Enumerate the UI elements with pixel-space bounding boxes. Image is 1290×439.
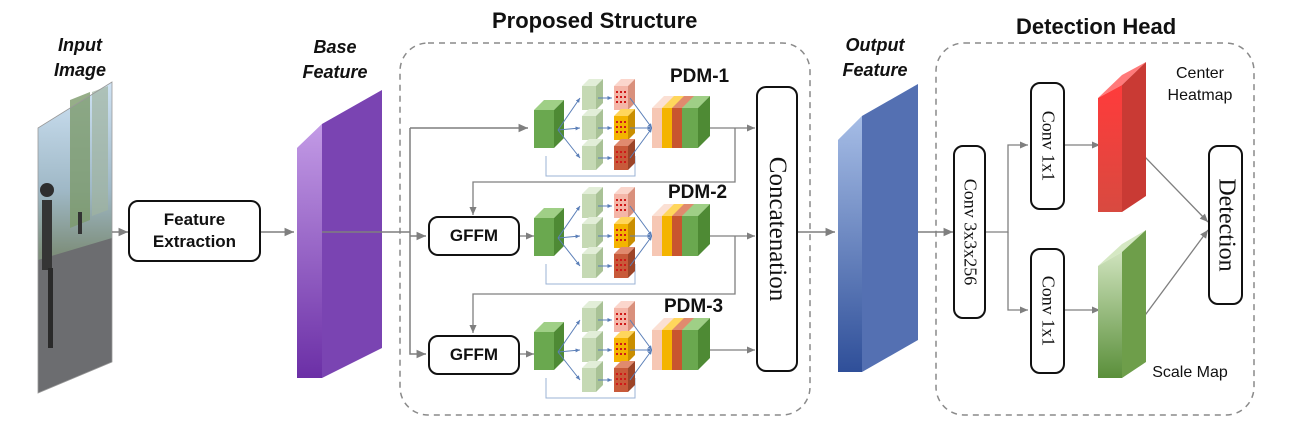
pdm-dilated-block xyxy=(614,139,635,170)
pdm-2-label: PDM-2 xyxy=(668,182,728,203)
pdm-dilated-block xyxy=(614,217,635,248)
output-feature-label: Output Feature xyxy=(842,35,908,80)
center-heatmap-block xyxy=(1098,62,1146,212)
pdm-dilated-block xyxy=(614,361,635,392)
detection-head-container xyxy=(935,42,1255,416)
feature-extraction-box: Feature Extraction xyxy=(128,200,261,262)
output-feature-block xyxy=(838,84,918,372)
pdm-modules xyxy=(534,79,710,399)
pdm-green-block xyxy=(534,208,564,256)
scale-map-label: Scale Map xyxy=(1152,364,1228,381)
pdm-green-block xyxy=(534,100,564,148)
base-feature-block xyxy=(297,90,382,378)
gffm-box-2: GFFM xyxy=(428,335,520,375)
proposed-structure-title: Proposed Structure xyxy=(492,8,698,33)
pdm-light-block xyxy=(582,109,603,140)
detection-head-title: Detection Head xyxy=(1016,14,1177,39)
conv-1x1-box-bottom: Conv 1x1 xyxy=(1030,248,1065,374)
proposed-structure-container xyxy=(399,42,811,416)
conv-1x1-box-top: Conv 1x1 xyxy=(1030,82,1065,210)
pdm-dilated-block xyxy=(614,79,635,110)
pdm-green-block xyxy=(534,322,564,370)
pdm-light-block xyxy=(582,139,603,170)
pdm-light-block xyxy=(582,79,603,110)
input-image xyxy=(37,81,113,394)
detection-box: Detection xyxy=(1208,145,1243,305)
pdm-light-block xyxy=(582,301,603,332)
pdm-module-1 xyxy=(534,79,710,177)
pdm-dilated-block xyxy=(614,331,635,362)
pdm-3-label: PDM-3 xyxy=(664,296,724,317)
pdm-stack-block xyxy=(682,204,710,256)
pdm-1-label: PDM-1 xyxy=(670,66,730,87)
pdm-module-2 xyxy=(534,187,710,285)
concatenation-box: Concatenation xyxy=(756,86,798,372)
base-feature-label: Base Feature xyxy=(302,37,368,82)
pdm-light-block xyxy=(582,331,603,362)
pdm-light-block xyxy=(582,217,603,248)
pdm-stack-block xyxy=(682,96,710,148)
pdm-dilated-block xyxy=(614,301,635,332)
input-image-label: Input Image xyxy=(53,35,107,80)
pdm-light-block xyxy=(582,187,603,218)
pdm-light-block xyxy=(582,247,603,278)
pdm-light-block xyxy=(582,361,603,392)
gffm-box-1: GFFM xyxy=(428,216,520,256)
pdm-dilated-block xyxy=(614,109,635,140)
pdm-dilated-block xyxy=(614,247,635,278)
pdm-module-3 xyxy=(534,301,710,399)
center-heatmap-label: Center Heatmap xyxy=(1167,65,1233,104)
pdm-dilated-block xyxy=(614,187,635,218)
scale-map-block xyxy=(1098,230,1146,378)
pdm-stack-block xyxy=(682,318,710,370)
conv-3x3-box: Conv 3x3x256 xyxy=(953,145,986,319)
